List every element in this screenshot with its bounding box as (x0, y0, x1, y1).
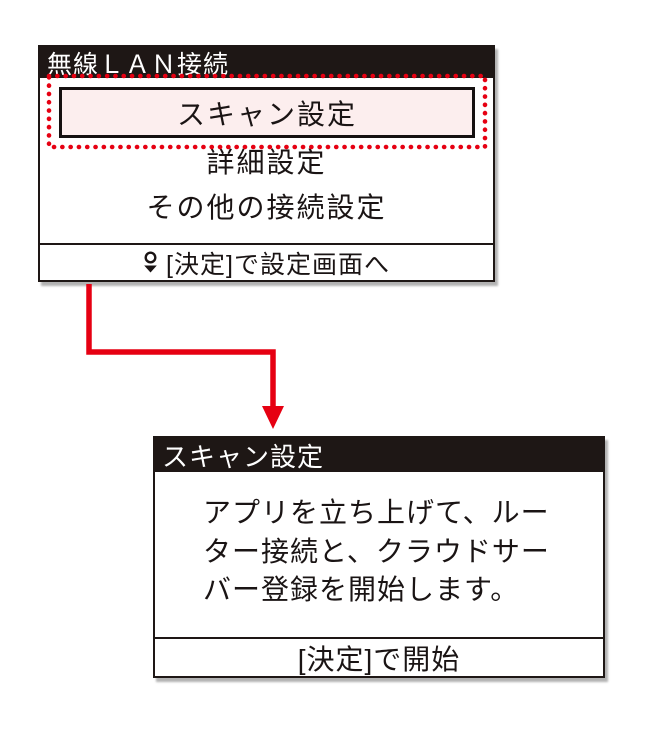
menu-item-scan-settings[interactable]: スキャン設定 (59, 87, 475, 138)
menu-item-detail-settings[interactable]: 詳細設定 (206, 147, 327, 178)
screen-scan-settings: スキャン設定 アプリを立ち上げて、ルー ター接続と、クラウドサー バー登録を開始… (153, 436, 605, 678)
screen1-title: 無線ＬＡＮ接続 (47, 50, 230, 79)
screen2-title-bar: スキャン設定 (155, 438, 603, 472)
screen2-message: アプリを立ち上げて、ルー ター接続と、クラウドサー バー登録を開始します。 (203, 494, 583, 610)
footer-divider (40, 243, 493, 245)
menu-item-other-connection-settings[interactable]: その他の接続設定 (146, 192, 387, 223)
message-line: バー登録を開始します。 (203, 574, 520, 605)
screen1-footer-label: [決定]で設定画面へ (166, 250, 390, 279)
message-line: アプリを立ち上げて、ルー (203, 497, 550, 528)
message-line: ター接続と、クラウドサー (203, 535, 550, 567)
menu-item-label: スキャン設定 (176, 98, 357, 130)
screen2-title: スキャン設定 (162, 441, 325, 472)
footer-divider (155, 637, 603, 639)
screen2-footer-label: [決定]で開始 (297, 643, 461, 675)
screen1-title-bar: 無線ＬＡＮ接続 (40, 47, 493, 79)
scroll-down-indicator-icon (144, 251, 157, 273)
screen-wireless-lan-menu: 無線ＬＡＮ接続 スキャン設定 詳細設定 その他の接続設定 [決定]で設定画面へ (38, 45, 495, 282)
screen2-footer-hint: [決定]で開始 (155, 639, 603, 676)
screen1-footer-hint: [決定]で設定画面へ (40, 245, 493, 280)
